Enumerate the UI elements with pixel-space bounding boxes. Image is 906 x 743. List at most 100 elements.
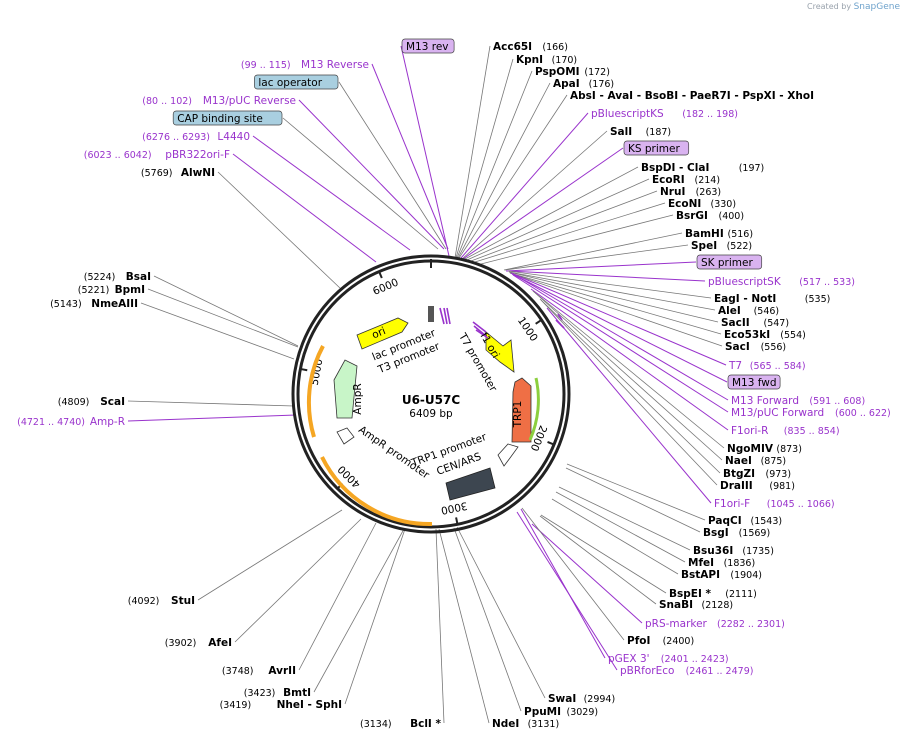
label-bmti[interactable]: BmtI xyxy=(283,687,311,699)
box-m13rev xyxy=(401,38,455,54)
label-sacii[interactable]: SacII xyxy=(721,317,750,329)
label-bsai[interactable]: BsaI xyxy=(126,271,151,283)
leader-ksprimer xyxy=(462,147,624,260)
pos-nhei: (3419) xyxy=(220,700,252,711)
label-avrii[interactable]: AvrII xyxy=(268,665,296,677)
leader-absi xyxy=(458,94,568,259)
label-pbksite[interactable]: pBluescriptKS xyxy=(591,108,664,120)
label-m13reverse[interactable]: M13 Reverse xyxy=(301,59,369,71)
label-bpmi[interactable]: BpmI xyxy=(115,284,145,296)
tick-5000 xyxy=(300,367,308,372)
leader-scai xyxy=(127,400,295,407)
pos-mfei: (1836) xyxy=(724,558,756,569)
label-cap[interactable]: CAP binding site xyxy=(177,113,263,125)
pos-alwni: (5769) xyxy=(141,168,173,179)
label-skprimer[interactable]: SK primer xyxy=(701,257,753,269)
label-bcli[interactable]: BclI * xyxy=(410,718,441,730)
label-m13forward[interactable]: M13 Forward xyxy=(731,395,799,407)
label-m13fwd[interactable]: M13 fwd xyxy=(732,377,777,389)
label-apai[interactable]: ApaI xyxy=(553,78,580,90)
leader-bpmi xyxy=(147,288,299,348)
label-alei[interactable]: AleI xyxy=(718,305,741,317)
label-ecori[interactable]: EcoRI xyxy=(652,174,685,186)
label-btgzi[interactable]: BtgZI xyxy=(723,468,755,480)
ampr-feature[interactable] xyxy=(333,359,358,419)
label-naei[interactable]: NaeI xyxy=(725,455,752,467)
label-m13rev[interactable]: M13 rev xyxy=(406,41,449,53)
label-bsgi[interactable]: BsgI xyxy=(703,527,729,539)
leader-paqci xyxy=(566,463,706,521)
label-l4440[interactable]: L4440 xyxy=(217,131,250,143)
leader-pbrforeco xyxy=(516,511,618,671)
label-stui[interactable]: StuI xyxy=(171,595,195,607)
label-f1orir[interactable]: F1ori-R xyxy=(731,425,768,437)
pos-ppumi: (3029) xyxy=(567,707,599,718)
leader-nmeaiii xyxy=(140,302,295,360)
label-ngomiv[interactable]: NgoMIV xyxy=(727,443,774,455)
label-alwni[interactable]: AlwNI xyxy=(181,167,215,179)
label-pfoi[interactable]: PfoI xyxy=(627,635,650,647)
label-mfei[interactable]: MfeI xyxy=(688,557,714,569)
pos-m13forward: (591 .. 608) xyxy=(809,396,865,407)
label-kpni[interactable]: KpnI xyxy=(516,54,543,66)
label-eco53ki[interactable]: Eco53kI xyxy=(724,329,770,341)
label-acc65i[interactable]: Acc65I xyxy=(493,41,532,53)
label-eagi[interactable]: EagI - NotI xyxy=(714,293,776,305)
leader-bstapi xyxy=(551,498,679,575)
f1-ori-feature[interactable] xyxy=(485,331,515,373)
label-afei[interactable]: AfeI xyxy=(208,637,232,649)
label-snabi[interactable]: SnaBI xyxy=(659,599,693,611)
pos-bamhi: (516) xyxy=(728,229,754,240)
pos-pbsk: (517 .. 533) xyxy=(799,277,855,288)
label-bstapi[interactable]: BstAPI xyxy=(681,569,720,581)
label-pbsk[interactable]: pBluescriptSK xyxy=(708,276,782,288)
label-f1orif[interactable]: F1ori-F xyxy=(714,498,750,510)
pos-alei: (546) xyxy=(754,306,780,317)
label-pbrforeco[interactable]: pBRforEco xyxy=(620,665,674,677)
label-nmeaiii[interactable]: NmeAIII xyxy=(91,298,138,310)
trp1-feature[interactable] xyxy=(511,377,532,443)
label-pgex3[interactable]: pGEX 3' xyxy=(608,653,650,665)
orf-green xyxy=(528,377,540,441)
label-bspdi[interactable]: BspDI - ClaI xyxy=(641,162,709,174)
leader-bsgi xyxy=(565,467,701,533)
leader-pbksite xyxy=(460,112,589,259)
pos-m13reverse: (99 .. 115) xyxy=(241,60,291,71)
label-lacop[interactable]: lac operator xyxy=(258,77,322,89)
leader-naei xyxy=(532,290,723,461)
label-ppumi[interactable]: PpuMI xyxy=(524,706,561,718)
label-m13pucfwd[interactable]: M13/pUC Forward xyxy=(731,407,824,419)
label-bsrgi[interactable]: BsrGI xyxy=(676,210,708,222)
ori-feature[interactable] xyxy=(356,317,409,350)
label-leaders xyxy=(127,45,729,724)
pos-t7: (565 .. 584) xyxy=(750,361,806,372)
label-nhei[interactable]: NheI - SphI xyxy=(277,699,342,711)
cen-ars-feature[interactable] xyxy=(445,467,496,501)
label-draiii[interactable]: DraIII xyxy=(720,480,753,492)
label-bspei[interactable]: BspEI * xyxy=(669,588,712,600)
label-m13pucrev[interactable]: M13/pUC Reverse xyxy=(203,95,296,107)
leader-draiii xyxy=(540,299,718,486)
pos-naei: (875) xyxy=(761,456,787,467)
label-paqci[interactable]: PaqCI xyxy=(708,515,742,527)
label-prsmarker[interactable]: pRS-marker xyxy=(645,618,708,630)
label-ksprimer[interactable]: KS primer xyxy=(628,143,680,155)
label-pspomi[interactable]: PspOMI xyxy=(535,66,580,78)
pos-bcli: (3134) xyxy=(360,719,392,730)
label-nrui[interactable]: NruI xyxy=(660,186,685,198)
label-econi[interactable]: EcoNI xyxy=(668,198,701,210)
label-sali[interactable]: SalI xyxy=(610,126,632,138)
label-bamhi[interactable]: BamHI xyxy=(685,228,724,240)
label-swai[interactable]: SwaI xyxy=(548,693,576,705)
label-ndei[interactable]: NdeI xyxy=(492,718,519,730)
label-pbr322ori[interactable]: pBR322ori-F xyxy=(165,149,230,161)
label-bsu36i[interactable]: Bsu36I xyxy=(693,545,733,557)
label-t7[interactable]: T7 xyxy=(728,360,742,372)
label-spei[interactable]: SpeI xyxy=(691,240,717,252)
label-scai[interactable]: ScaI xyxy=(100,396,125,408)
ori-label: ori xyxy=(370,325,387,341)
label-saci[interactable]: SacI xyxy=(725,341,750,353)
label-ampr_primer[interactable]: Amp-R xyxy=(90,416,125,428)
label-absi[interactable]: AbsI - AvaI - BsoBI - PaeR7I - PspXI - X… xyxy=(570,90,814,102)
